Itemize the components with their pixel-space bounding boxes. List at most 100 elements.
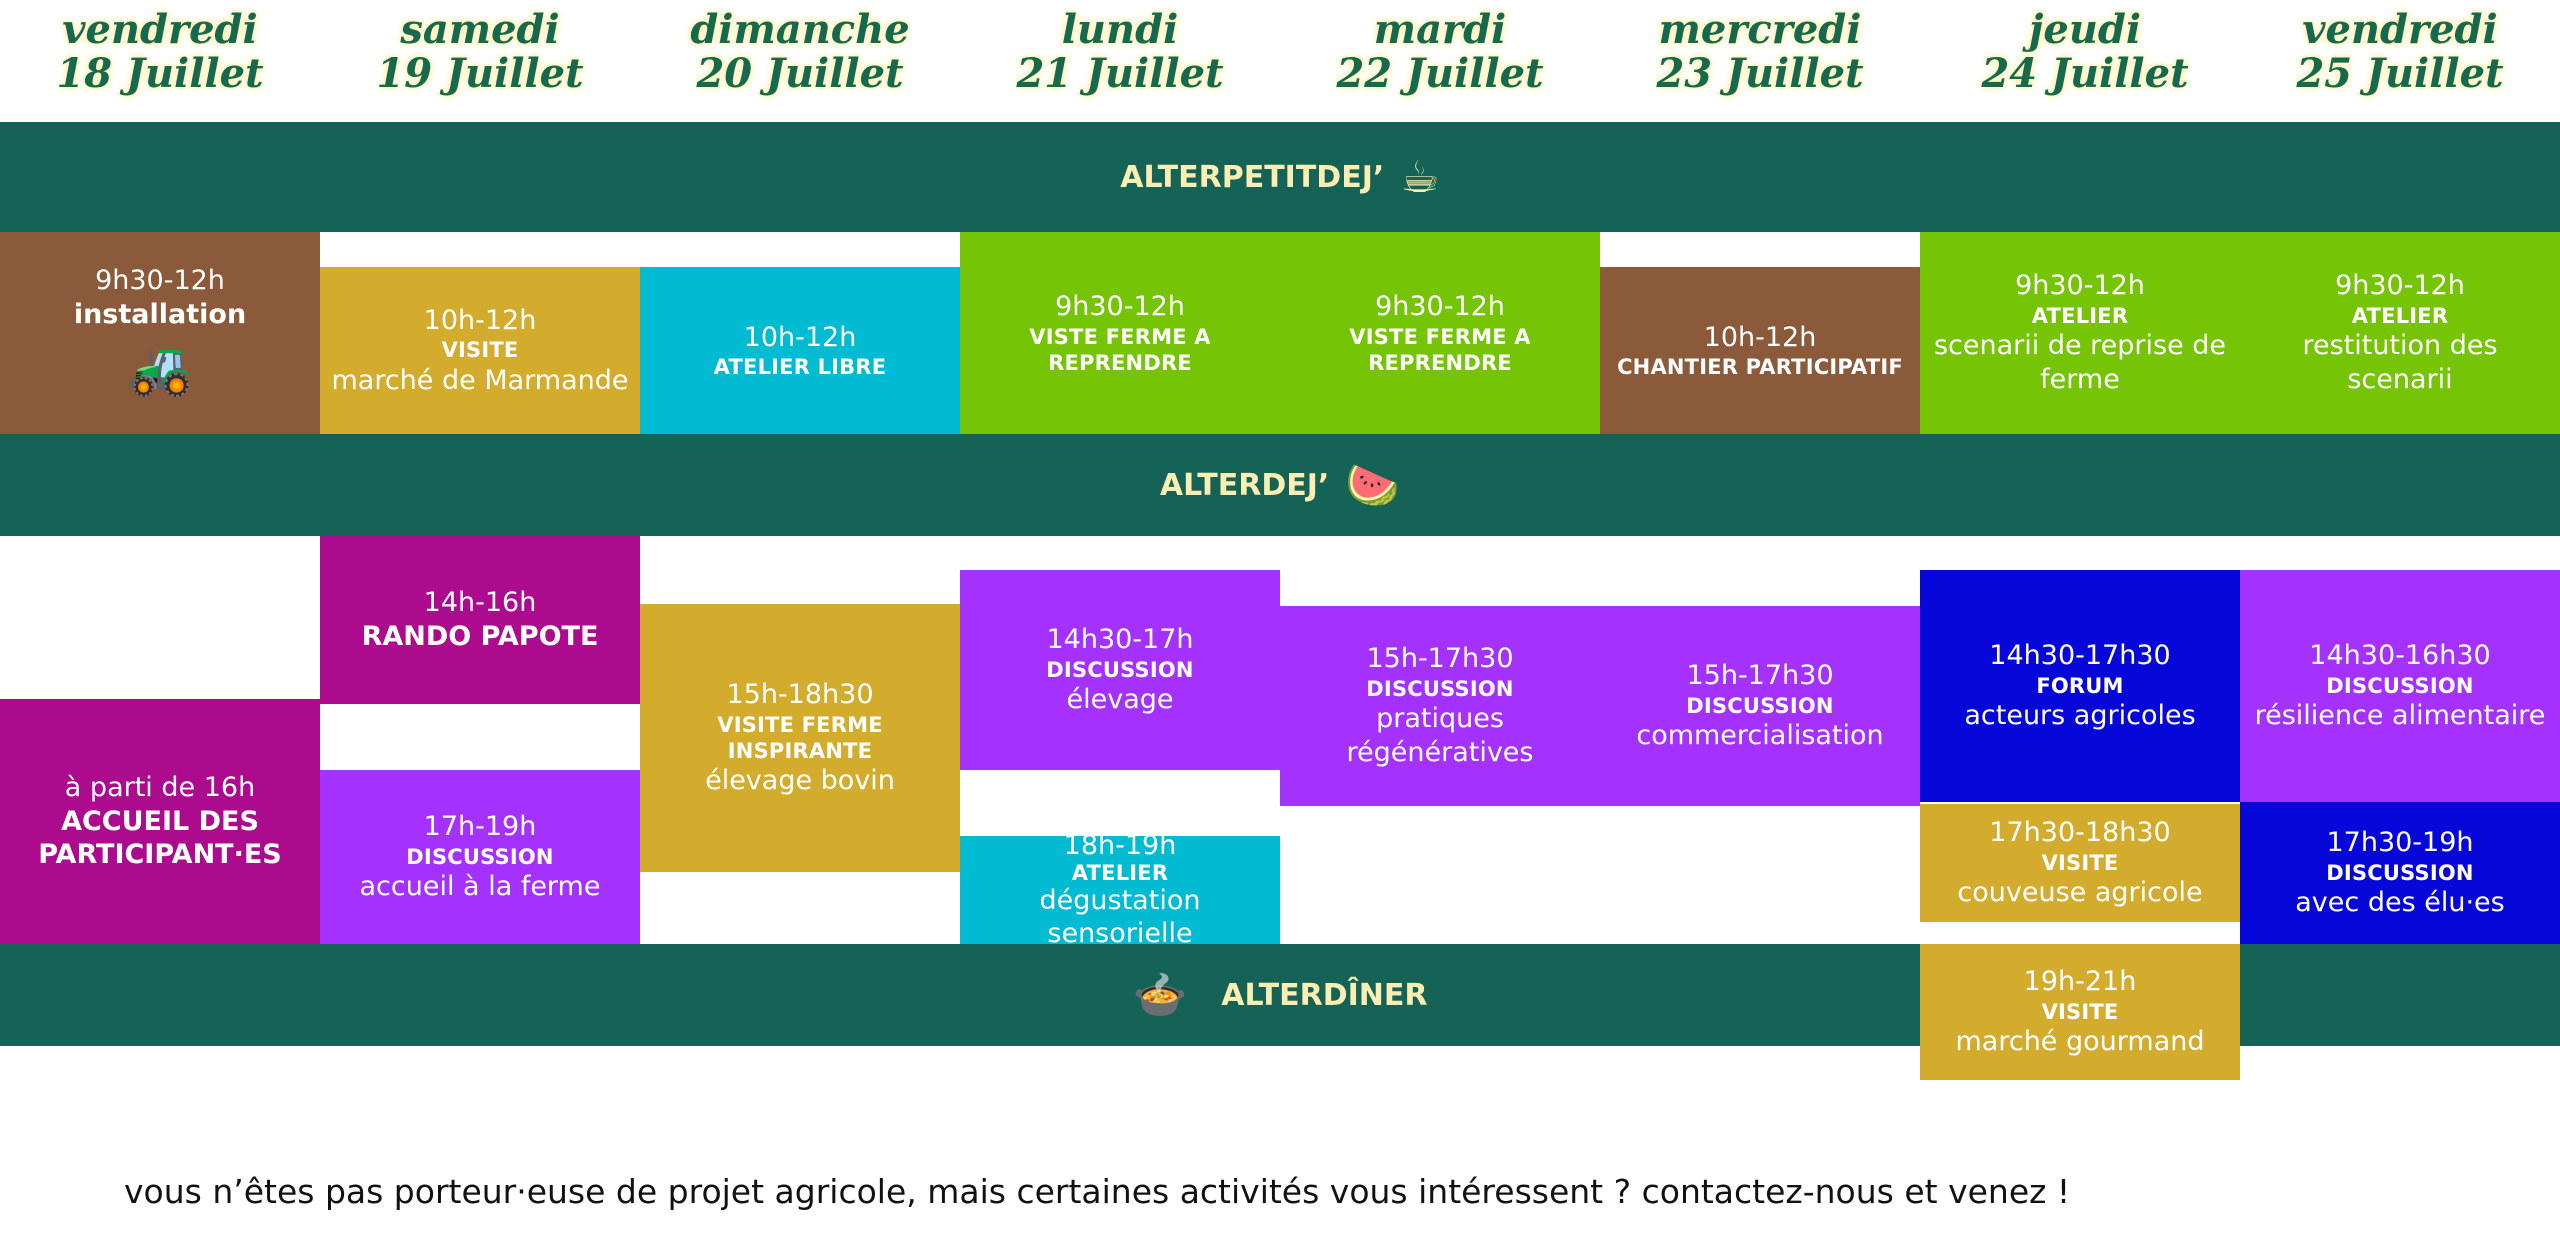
event-pratiques-regeneratives: 15h-17h30 DISCUSSION pratiques régénérat… xyxy=(1280,606,1600,806)
event-desc: scenarii de reprise de xyxy=(1933,330,2227,362)
day-header-fri18: vendredi 18 Juillet xyxy=(0,8,320,96)
event-installation: 9h30-12h installation 🚜 xyxy=(0,232,320,434)
event-kind: VISITE FERME INSPIRANTE xyxy=(717,712,883,763)
event-kind: ATELIER xyxy=(2031,304,2129,328)
event-desc: marché gourmand xyxy=(1955,1026,2205,1058)
event-kind: VISITE xyxy=(2041,999,2119,1024)
day-weekday: jeudi xyxy=(2028,6,2142,53)
excavator-icon: 🚜 xyxy=(127,339,193,400)
event-time: 14h30-16h30 xyxy=(2309,640,2491,672)
event-time: 9h30-12h xyxy=(2335,270,2465,302)
day-weekday: lundi xyxy=(1061,6,1179,53)
breakfast-band: ALTERPETITDEJ’ ☕ xyxy=(0,122,2560,232)
day-date: 20 Juillet xyxy=(696,50,904,97)
event-commercialisation: 15h-17h30 DISCUSSION commercialisation xyxy=(1600,606,1920,806)
day-weekday: samedi xyxy=(400,6,560,53)
event-visite-ferme-inspirante: 15h-18h30 VISITE FERME INSPIRANTE élevag… xyxy=(640,604,960,872)
event-time: 19h-21h xyxy=(2023,966,2137,998)
event-restitution: 9h30-12h ATELIER restitution des scenari… xyxy=(2240,232,2560,434)
event-time: à parti de 16h xyxy=(64,771,256,803)
event-couveuse: 17h30-18h30 VISITE couveuse agricole xyxy=(1920,804,2240,922)
event-kind: DISCUSSION xyxy=(2326,673,2474,698)
event-forum-acteurs: 14h30-17h30 FORUM acteurs agricoles xyxy=(1920,570,2240,802)
event-elus: 17h30-19h DISCUSSION avec des élu·es xyxy=(2240,802,2560,944)
event-title: installation xyxy=(73,298,247,330)
event-desc: couveuse agricole xyxy=(1957,877,2203,909)
dinner-label: ALTERDÎNER xyxy=(1221,977,1428,1013)
event-degustation: 18h-19h ATELIER dégustation sensorielle xyxy=(960,830,1280,949)
event-kind: ATELIER xyxy=(1071,860,1169,885)
event-time: 9h30-12h xyxy=(2015,270,2145,302)
day-date: 25 Juillet xyxy=(2296,50,2504,97)
event-chantier: 10h-12h CHANTIER PARTICIPATIF xyxy=(1600,267,1920,434)
event-atelier-libre: 10h-12h ATELIER LIBRE xyxy=(640,267,960,434)
event-visite-ferme-tue: 9h30-12h VISTE FERME A REPRENDRE xyxy=(1280,232,1600,434)
event-time: 17h-19h xyxy=(423,811,537,843)
event-time: 14h-16h xyxy=(423,587,537,619)
event-time: 14h30-17h xyxy=(1046,624,1194,656)
event-kind: VISTE FERME A REPRENDRE xyxy=(1349,324,1531,375)
event-desc: résilience alimentaire xyxy=(2254,700,2546,732)
event-desc: pratiques xyxy=(1376,703,1504,735)
event-time: 10h-12h xyxy=(1703,321,1817,353)
event-kind: DISCUSSION xyxy=(406,844,554,869)
event-marche-gourmand: 19h-21h VISITE marché gourmand xyxy=(1920,944,2240,1080)
day-date: 23 Juillet xyxy=(1656,50,1864,97)
event-title: ACCUEIL DES xyxy=(61,805,259,837)
event-kind: ATELIER LIBRE xyxy=(713,355,887,380)
event-visite-ferme-mon: 9h30-12h VISTE FERME A REPRENDRE xyxy=(960,232,1280,434)
coffee-cup-icon: ☕ xyxy=(1400,151,1440,203)
event-desc: accueil à la ferme xyxy=(359,871,601,903)
event-desc: dégustation sensorielle xyxy=(1039,884,1201,950)
day-date: 21 Juillet xyxy=(1016,50,1224,97)
event-kind: VISITE xyxy=(2041,850,2119,875)
event-kind: ATELIER xyxy=(2351,304,2449,328)
event-visite-marmande: 10h-12h VISITE marché de Marmande xyxy=(320,267,640,434)
event-desc: commercialisation xyxy=(1636,720,1884,752)
day-date: 22 Juillet xyxy=(1336,50,1544,97)
event-time: 10h-12h xyxy=(423,304,537,336)
day-header-sat19: samedi 19 Juillet xyxy=(320,8,640,96)
day-header-tue22: mardi 22 Juillet xyxy=(1280,8,1600,96)
event-time: 10h-12h xyxy=(743,321,857,353)
day-weekday: mardi xyxy=(1373,6,1507,53)
event-resilience: 14h30-16h30 DISCUSSION résilience alimen… xyxy=(2240,570,2560,802)
lunch-band: ALTERDEJ’ 🍉 xyxy=(0,434,2560,536)
event-accueil-participants: à parti de 16h ACCUEIL DES PARTICIPANT·E… xyxy=(0,699,320,944)
day-weekday: dimanche xyxy=(690,6,910,53)
event-time: 9h30-12h xyxy=(1375,290,1505,322)
event-time: 9h30-12h xyxy=(1055,290,1185,322)
event-accueil-ferme: 17h-19h DISCUSSION accueil à la ferme xyxy=(320,770,640,944)
day-date: 18 Juillet xyxy=(56,50,264,97)
event-time: 17h30-18h30 xyxy=(1989,817,2171,849)
day-weekday: mercredi xyxy=(1658,6,1862,53)
day-date: 19 Juillet xyxy=(376,50,584,97)
event-desc: élevage bovin xyxy=(705,765,895,797)
event-kind: DISCUSSION xyxy=(1366,677,1514,701)
day-date: 24 Juillet xyxy=(1981,50,2189,97)
day-header-sun20: dimanche 20 Juillet xyxy=(640,8,960,96)
footer-note: vous n’êtes pas porteur·euse de projet a… xyxy=(124,1172,2071,1211)
event-time: 15h-17h30 xyxy=(1686,660,1834,692)
event-time: 17h30-19h xyxy=(2326,827,2474,859)
event-title: RANDO PAPOTE xyxy=(361,621,599,652)
watermelon-icon: 🍉 xyxy=(1345,460,1401,511)
event-desc: ferme xyxy=(2040,364,2120,395)
event-kind: FORUM xyxy=(2036,673,2124,698)
event-desc: avec des élu·es xyxy=(2295,887,2505,919)
day-header-thu24: jeudi 24 Juillet xyxy=(1925,8,2245,96)
breakfast-label: ALTERPETITDEJ’ xyxy=(1120,159,1385,195)
event-desc: restitution des scenarii xyxy=(2302,330,2498,395)
event-kind: VISITE xyxy=(441,338,519,363)
day-weekday: vendredi xyxy=(2302,6,2498,53)
lunch-label: ALTERDEJ’ xyxy=(1159,467,1330,503)
event-rando-papote: 14h-16h RANDO PAPOTE xyxy=(320,536,640,704)
event-time: 9h30-12h xyxy=(95,264,225,296)
event-desc: marché de Marmande xyxy=(331,364,629,396)
event-kind: DISCUSSION xyxy=(1046,657,1194,682)
day-weekday: vendredi xyxy=(62,6,258,53)
event-atelier-scenarii: 9h30-12h ATELIER scenarii de reprise de … xyxy=(1920,232,2240,434)
event-kind: DISCUSSION xyxy=(2326,860,2474,885)
event-desc: acteurs agricoles xyxy=(1964,700,2196,732)
event-kind: VISTE FERME A REPRENDRE xyxy=(1029,324,1211,375)
